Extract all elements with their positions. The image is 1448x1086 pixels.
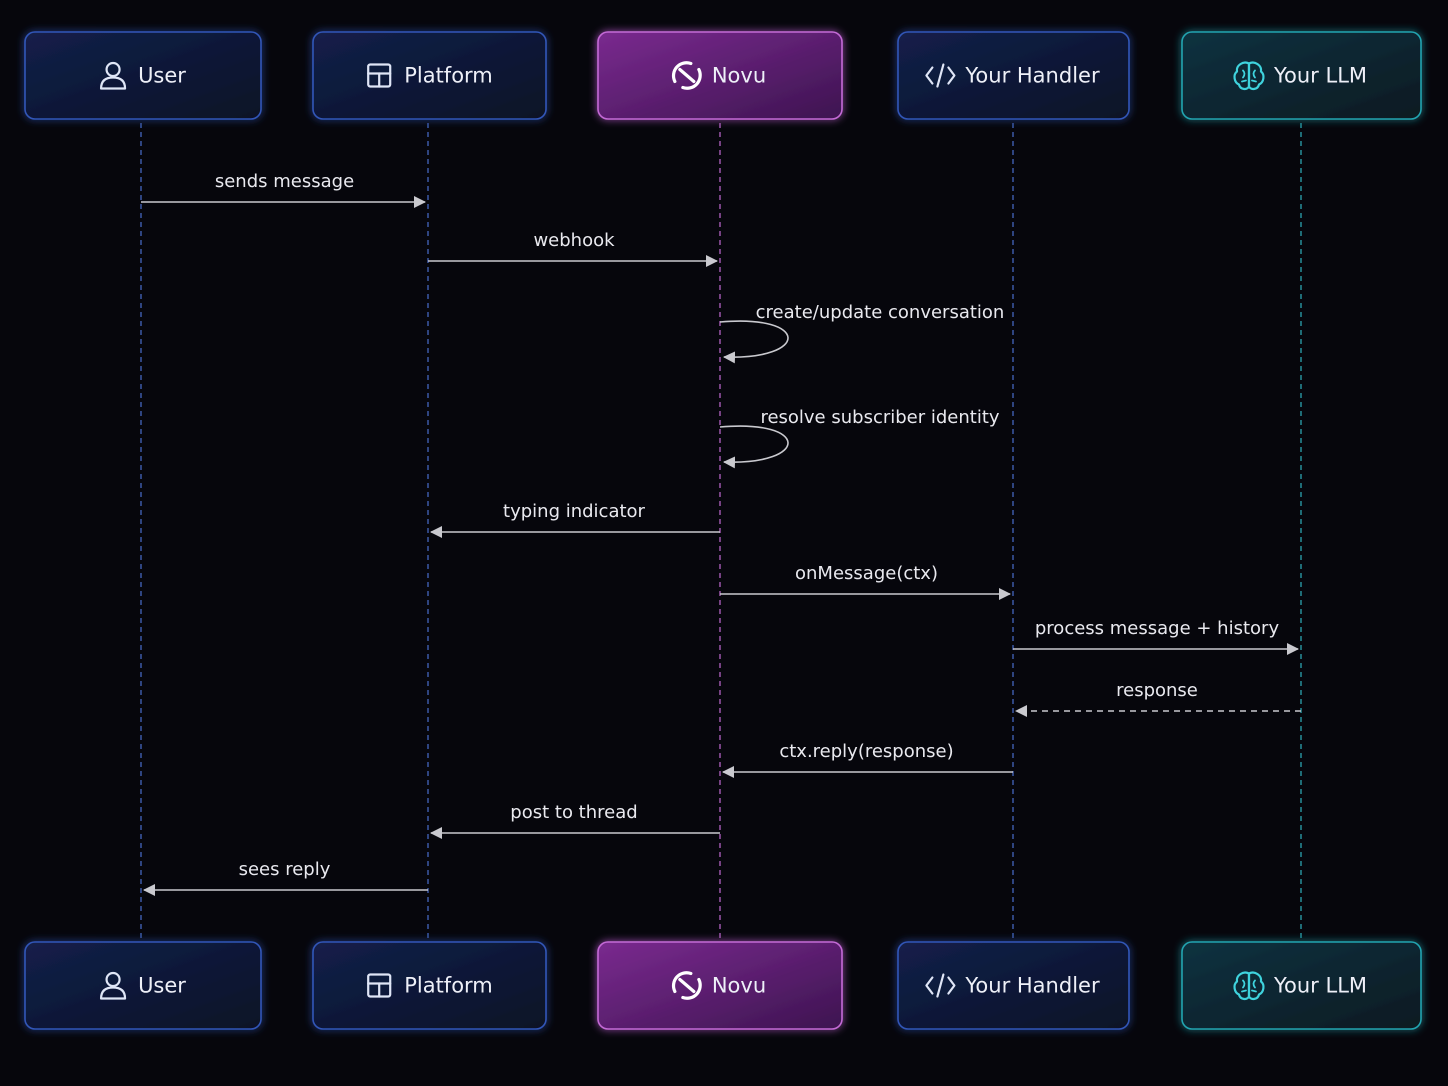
- layout-icon: [367, 973, 392, 998]
- actor-box-novu-bottom: Novu: [597, 941, 843, 1030]
- actor-box-user-top: User: [24, 31, 262, 120]
- message-label-5: onMessage(ctx): [795, 563, 938, 584]
- actors-bottom: User Platform Novu Your Handler Your LLM: [24, 941, 1422, 1030]
- actor-box-llm-top: Your LLM: [1181, 31, 1422, 120]
- actor-label-user: User: [138, 64, 186, 88]
- actor-box-handler-top: Your Handler: [897, 31, 1130, 120]
- message-label-9: post to thread: [510, 802, 637, 823]
- actor-box-bg-llm: [1181, 31, 1422, 120]
- actor-box-bg-platform: [312, 31, 547, 120]
- actor-box-bg-novu: [597, 941, 843, 1030]
- actor-box-bg-llm: [1181, 941, 1422, 1030]
- actors-top: User Platform Novu Your Handler Your LLM: [24, 31, 1422, 120]
- message-6: process message + history: [1013, 618, 1299, 655]
- user-icon: [99, 971, 127, 1000]
- message-label-2: create/update conversation: [756, 302, 1005, 323]
- message-label-8: ctx.reply(response): [779, 741, 953, 762]
- message-label-6: process message + history: [1035, 618, 1280, 639]
- actor-label-user: User: [138, 974, 186, 998]
- brain-icon: [1233, 971, 1265, 1001]
- message-4: typing indicator: [430, 501, 720, 538]
- actor-box-platform-bottom: Platform: [312, 941, 547, 1030]
- actor-label-novu: Novu: [712, 64, 766, 88]
- code-icon: [925, 973, 956, 998]
- message-7: response: [1015, 680, 1301, 717]
- code-icon: [925, 63, 956, 88]
- message-2: create/update conversation: [719, 302, 1005, 364]
- actor-label-llm: Your LLM: [1273, 974, 1367, 998]
- actor-box-bg-novu: [597, 31, 843, 120]
- message-label-4: typing indicator: [503, 501, 646, 522]
- actor-label-novu: Novu: [712, 974, 766, 998]
- message-arrow-3: [719, 425, 789, 469]
- actor-label-platform: Platform: [404, 64, 493, 88]
- user-icon: [99, 61, 127, 90]
- message-0: sends message: [141, 171, 426, 208]
- actor-box-handler-bottom: Your Handler: [897, 941, 1130, 1030]
- messages: sends message webhook create/update conver…: [141, 171, 1301, 896]
- brain-icon: [1233, 61, 1265, 91]
- novu-logo-icon: [671, 61, 702, 90]
- message-label-1: webhook: [533, 230, 615, 251]
- message-10: sees reply: [143, 859, 428, 896]
- layout-icon: [367, 63, 392, 88]
- message-label-7: response: [1116, 680, 1198, 701]
- actor-box-bg-handler: [897, 941, 1130, 1030]
- actor-box-platform-top: Platform: [312, 31, 547, 120]
- actor-label-llm: Your LLM: [1273, 64, 1367, 88]
- message-label-3: resolve subscriber identity: [760, 407, 999, 428]
- actor-label-handler: Your Handler: [964, 64, 1100, 88]
- novu-logo-icon: [671, 971, 702, 1000]
- message-arrow-2: [719, 320, 789, 364]
- actor-box-bg-user: [24, 941, 262, 1030]
- message-label-0: sends message: [215, 171, 354, 192]
- message-9: post to thread: [430, 802, 720, 839]
- actor-label-handler: Your Handler: [964, 974, 1100, 998]
- message-8: ctx.reply(response): [722, 741, 1013, 778]
- message-3: resolve subscriber identity: [719, 407, 1000, 469]
- actor-box-bg-user: [24, 31, 262, 120]
- actor-box-user-bottom: User: [24, 941, 262, 1030]
- lifelines: [140, 123, 1302, 938]
- actor-box-novu-top: Novu: [597, 31, 843, 120]
- actor-box-llm-bottom: Your LLM: [1181, 941, 1422, 1030]
- actor-box-bg-handler: [897, 31, 1130, 120]
- actor-box-bg-platform: [312, 941, 547, 1030]
- message-1: webhook: [428, 230, 718, 267]
- message-5: onMessage(ctx): [720, 563, 1011, 600]
- actor-label-platform: Platform: [404, 974, 493, 998]
- message-label-10: sees reply: [239, 859, 331, 880]
